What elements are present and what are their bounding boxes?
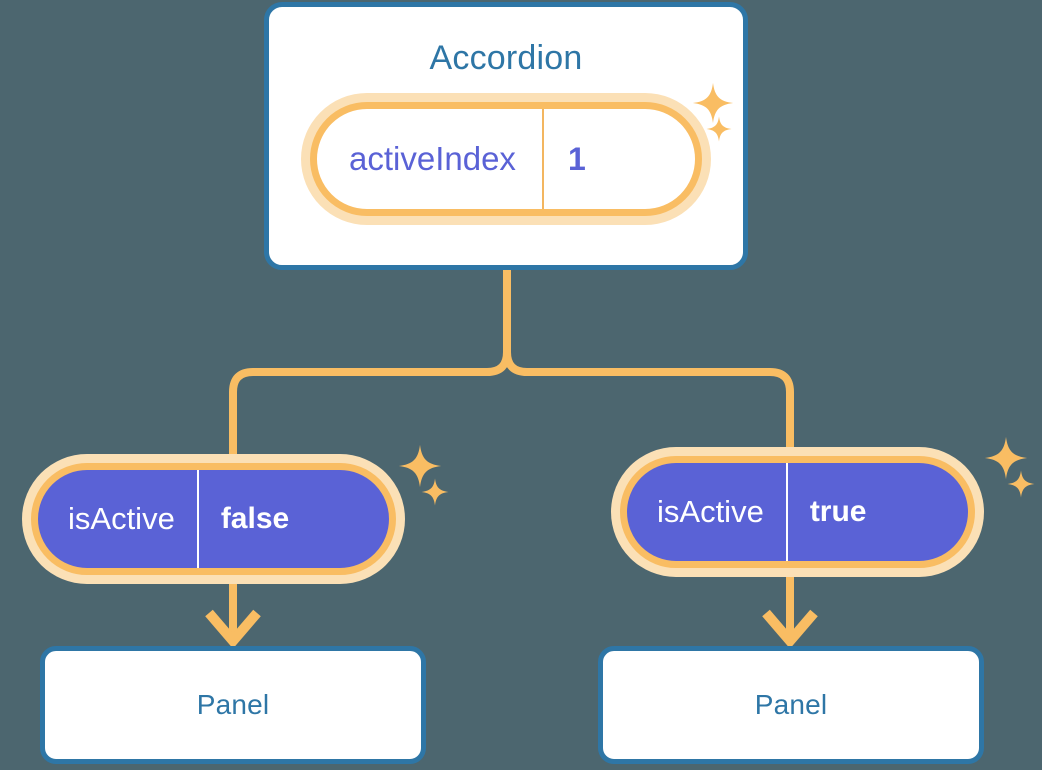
- state-pill-is-active-right[interactable]: isActive true: [620, 456, 975, 568]
- state-key-label: isActive: [627, 463, 788, 561]
- state-pill-active-index[interactable]: activeIndex 1: [310, 102, 702, 216]
- arrow-down-icon: [762, 570, 818, 649]
- sparkle-icon: [398, 444, 442, 488]
- branch-connector-icon: [503, 348, 794, 469]
- component-title: Panel: [196, 689, 270, 720]
- state-value-label: false: [220, 502, 290, 535]
- component-box-panel-left[interactable]: Panel: [40, 646, 426, 764]
- sparkle-icon: [421, 478, 449, 506]
- state-key-label: isActive: [38, 470, 199, 568]
- sparkle-icon: [1007, 470, 1035, 498]
- state-key-label: activeIndex: [317, 109, 544, 209]
- branch-connector-icon: [229, 264, 511, 476]
- state-value-label: true: [809, 495, 867, 528]
- component-title: Accordion: [429, 39, 583, 77]
- state-pill-is-active-left[interactable]: isActive false: [31, 463, 396, 575]
- state-value-label: 1: [567, 140, 586, 177]
- sparkle-icon: [984, 436, 1028, 480]
- component-title: Panel: [754, 689, 828, 720]
- arrow-down-icon: [205, 578, 261, 649]
- component-box-panel-right[interactable]: Panel: [598, 646, 984, 764]
